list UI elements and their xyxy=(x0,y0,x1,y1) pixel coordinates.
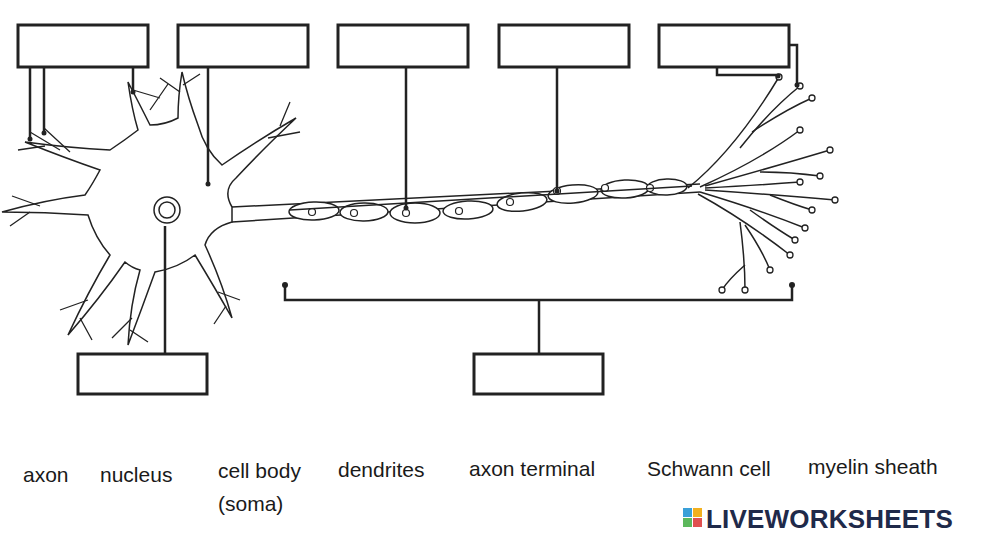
schwann-nuclei xyxy=(309,185,654,217)
word-bank-term: nucleus xyxy=(100,458,200,491)
word-bank-term: cell body (soma) xyxy=(218,454,322,520)
word-bank-term: axon terminal xyxy=(469,452,639,485)
blank-label-box xyxy=(78,354,207,394)
nucleus xyxy=(154,197,180,223)
leader-lines xyxy=(30,45,797,354)
word-bank-term: Schwann cell xyxy=(647,452,807,485)
blank-label-box xyxy=(18,25,148,67)
word-bank-term: dendrites xyxy=(338,453,458,486)
axon-core xyxy=(232,184,700,222)
axon-segment-lines xyxy=(290,186,692,210)
watermark: LIVEWORKSHEETS xyxy=(706,504,953,534)
soma-outline xyxy=(2,72,296,345)
terminal-bulbs xyxy=(719,74,838,293)
word-bank-term: axon xyxy=(23,458,93,491)
blank-label-box xyxy=(474,354,603,394)
leader-dots xyxy=(28,74,800,289)
watermark-icon xyxy=(683,508,702,527)
blank-label-box xyxy=(499,25,629,67)
axon-terminal-branches xyxy=(688,77,835,290)
blank-label-box xyxy=(178,25,308,67)
blank-label-box xyxy=(659,25,789,67)
word-bank-term: myelin sheath xyxy=(808,450,984,483)
blank-label-box xyxy=(338,25,468,67)
dendrite-branches xyxy=(10,74,300,342)
myelin-sheath xyxy=(289,178,688,223)
